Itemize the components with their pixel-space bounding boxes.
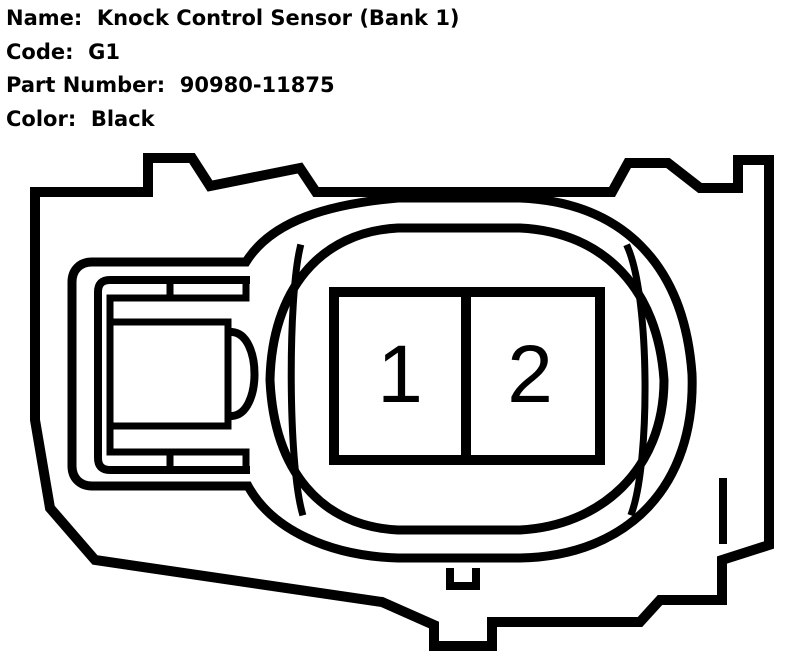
- connector-info: Name: Knock Control Sensor (Bank 1) Code…: [6, 2, 460, 136]
- name-value: Knock Control Sensor (Bank 1): [96, 6, 460, 30]
- latch-tab-outer: [94, 276, 250, 474]
- part-number-row: Part Number: 90980-11875: [6, 69, 460, 103]
- color-label: Color:: [6, 106, 77, 131]
- latch-release-bump: [227, 327, 259, 421]
- lock-body-outline: [67, 193, 697, 563]
- pin-1-label: 1: [377, 329, 423, 420]
- part-number-label: Part Number:: [6, 73, 166, 97]
- part-number-value: 90980-11875: [179, 73, 335, 97]
- code-row: Code: G1: [6, 36, 460, 70]
- bottom-key-tab: [446, 568, 480, 590]
- latch-tab-inner: [106, 294, 250, 456]
- pin-2-label: 2: [507, 329, 553, 420]
- name-label: Name:: [6, 6, 83, 30]
- connector-housing-outline: [30, 153, 774, 651]
- oval-left-wall: [287, 243, 307, 517]
- oval-right-wall: [623, 243, 649, 517]
- code-value: G1: [88, 39, 120, 64]
- name-row: Name: Knock Control Sensor (Bank 1): [6, 2, 460, 36]
- color-value: Black: [90, 106, 155, 131]
- code-label: Code:: [6, 39, 74, 64]
- color-row: Color: Black: [6, 103, 460, 137]
